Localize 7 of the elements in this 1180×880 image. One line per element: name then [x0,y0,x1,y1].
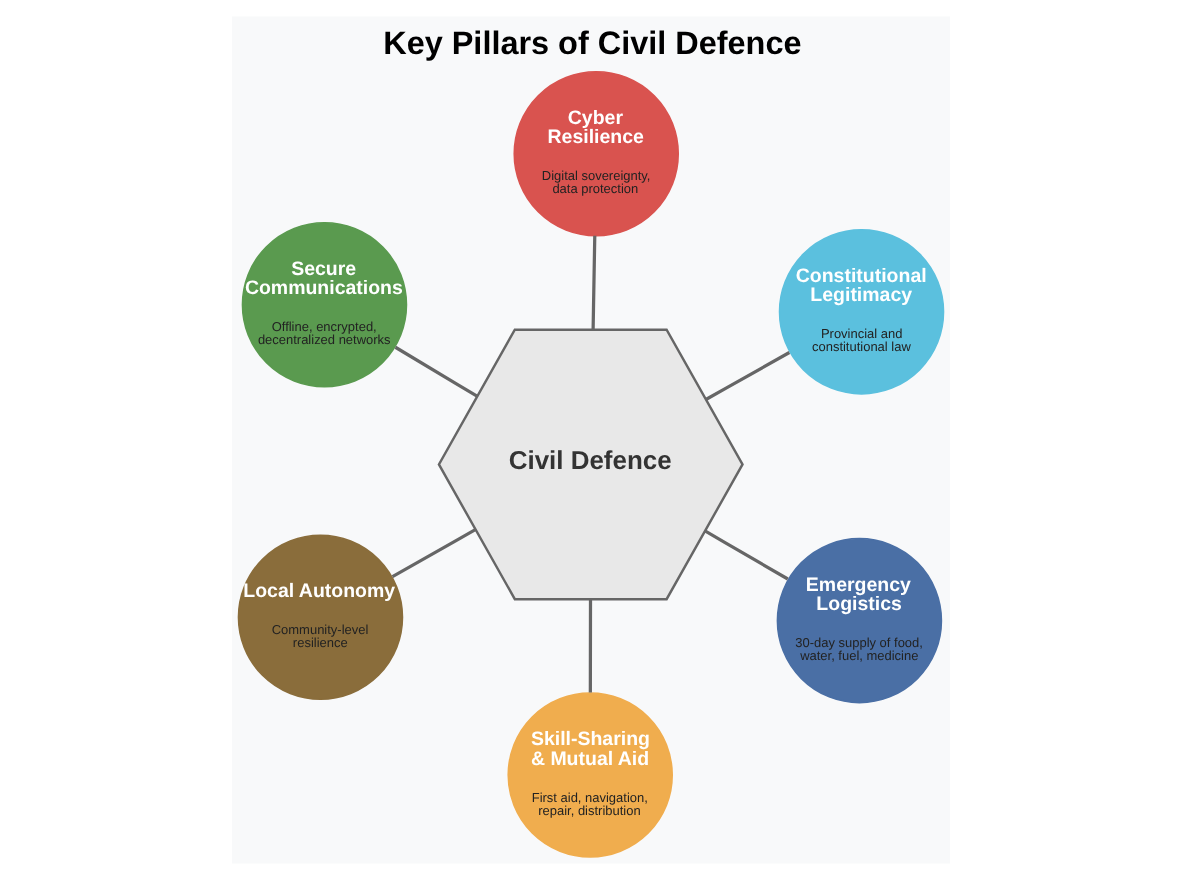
connector [590,235,596,330]
connector [587,599,592,693]
connector [393,345,477,398]
diagram-title: Key Pillars of Civil Defence [382,25,801,62]
connector [704,351,790,401]
connector [390,528,476,578]
connector [703,529,788,581]
